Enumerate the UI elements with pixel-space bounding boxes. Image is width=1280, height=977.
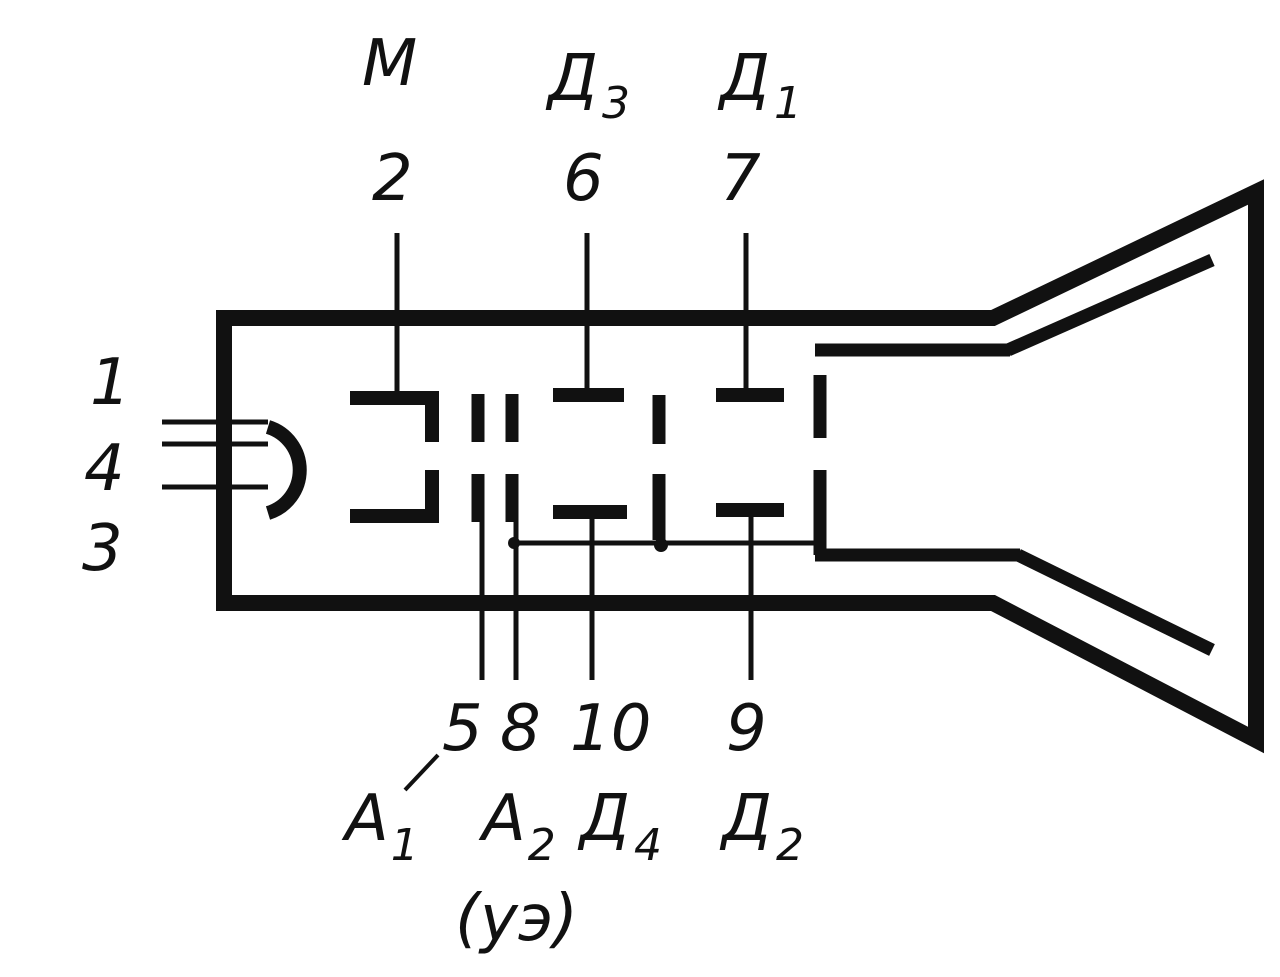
pin-9: 9 bbox=[726, 692, 767, 766]
label-a1-sub: 1 bbox=[391, 820, 419, 871]
bus-junction-a2 bbox=[508, 537, 520, 549]
anode-a1 bbox=[471, 394, 485, 680]
modulator-lower bbox=[350, 470, 439, 523]
plate-d4 bbox=[553, 505, 627, 680]
label-modulator: М bbox=[362, 27, 417, 101]
label-a2: А2 bbox=[478, 782, 556, 871]
pin-5: 5 bbox=[442, 692, 483, 766]
label-d2: Д2 bbox=[719, 782, 804, 871]
common-bus bbox=[508, 537, 822, 552]
label-d1: Д1 bbox=[717, 42, 802, 129]
heater-cathode bbox=[162, 419, 307, 520]
pin-4: 4 bbox=[84, 432, 125, 506]
plate-d2 bbox=[716, 503, 784, 680]
label-d2-sub: 2 bbox=[776, 820, 804, 871]
pin-8: 8 bbox=[500, 692, 541, 766]
pin-2: 2 bbox=[372, 142, 413, 216]
label-d3: Д3 bbox=[545, 42, 630, 129]
label-a1-letter: А bbox=[341, 782, 389, 856]
label-d3-sub: 3 bbox=[602, 78, 630, 129]
label-a2-letter: А bbox=[478, 782, 526, 856]
modulator-electrode bbox=[350, 233, 439, 523]
modulator-upper bbox=[350, 391, 439, 442]
pin-10: 10 bbox=[570, 692, 651, 766]
pin-6: 6 bbox=[563, 142, 604, 216]
tube-envelope bbox=[216, 179, 1264, 754]
cathode-arc bbox=[265, 420, 307, 520]
pin-7: 7 bbox=[720, 142, 761, 216]
bus-junction-shield bbox=[654, 538, 668, 552]
screen-inner-upper bbox=[1005, 254, 1215, 356]
label-d4-letter: Д bbox=[577, 782, 630, 856]
a1-leader-line bbox=[403, 753, 440, 792]
label-d1-letter: Д bbox=[717, 42, 770, 116]
plate-d1 bbox=[716, 233, 784, 402]
label-a1: А1 bbox=[341, 782, 419, 871]
tube-outline bbox=[216, 179, 1264, 754]
screen-inner-lower bbox=[1015, 549, 1215, 656]
label-a2-sub: 2 bbox=[528, 820, 556, 871]
label-d3-letter: Д bbox=[545, 42, 598, 116]
pin-1: 1 bbox=[90, 346, 131, 420]
label-a2-note: (уэ) bbox=[455, 882, 578, 956]
label-d4: Д4 bbox=[577, 782, 662, 871]
label-d4-sub: 4 bbox=[634, 820, 662, 871]
pin-3: 3 bbox=[82, 512, 123, 586]
label-d2-letter: Д bbox=[719, 782, 772, 856]
label-d1-sub: 1 bbox=[774, 78, 802, 129]
plate-d3 bbox=[553, 233, 624, 402]
